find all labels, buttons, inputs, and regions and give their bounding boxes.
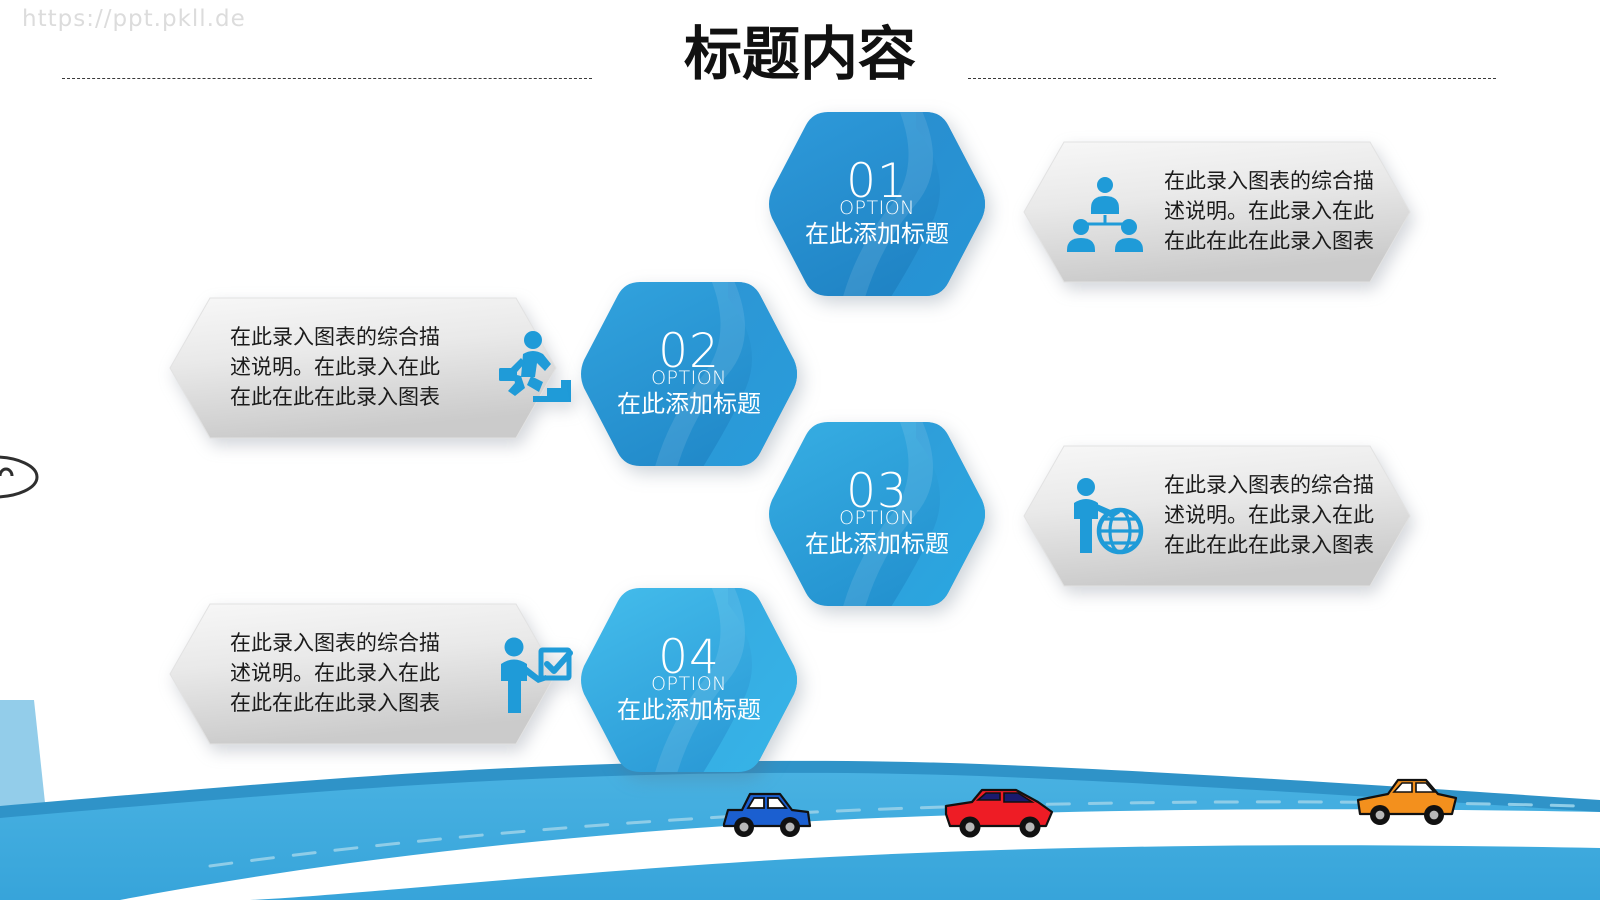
title-rule-left xyxy=(62,78,592,79)
cartoon-face-blob xyxy=(0,455,39,499)
orange-car xyxy=(1356,778,1458,825)
red-car xyxy=(944,788,1054,838)
hexagon-step-04[interactable]: 04 OPTION 在此添加标题 xyxy=(578,584,800,776)
page-title: 标题内容 xyxy=(683,20,916,88)
panel-top-right[interactable]: 在此录入图表的综合描 述说明。在此录入在此 在此在此在此录入图表 xyxy=(1022,136,1412,288)
watermark-url: https://ppt.pkll.de xyxy=(22,6,246,32)
panel-mid-left[interactable]: 在此录入图表的综合描 述说明。在此录入在此 在此在此在此录入图表 xyxy=(168,292,571,444)
panel-mid-right[interactable]: 在此录入图表的综合描 述说明。在此录入在此 在此在此在此录入图表 xyxy=(1022,440,1412,592)
hexagon-step-01[interactable]: 01 OPTION 在此添加标题 xyxy=(766,108,988,300)
blue-car xyxy=(722,792,812,837)
hexagon-step-03[interactable]: 03 OPTION 在此添加标题 xyxy=(766,418,988,610)
title-rule-right xyxy=(968,78,1496,79)
panel-bottom-left[interactable]: 在此录入图表的综合描 述说明。在此录入在此 在此在此在此录入图表 xyxy=(168,598,573,750)
